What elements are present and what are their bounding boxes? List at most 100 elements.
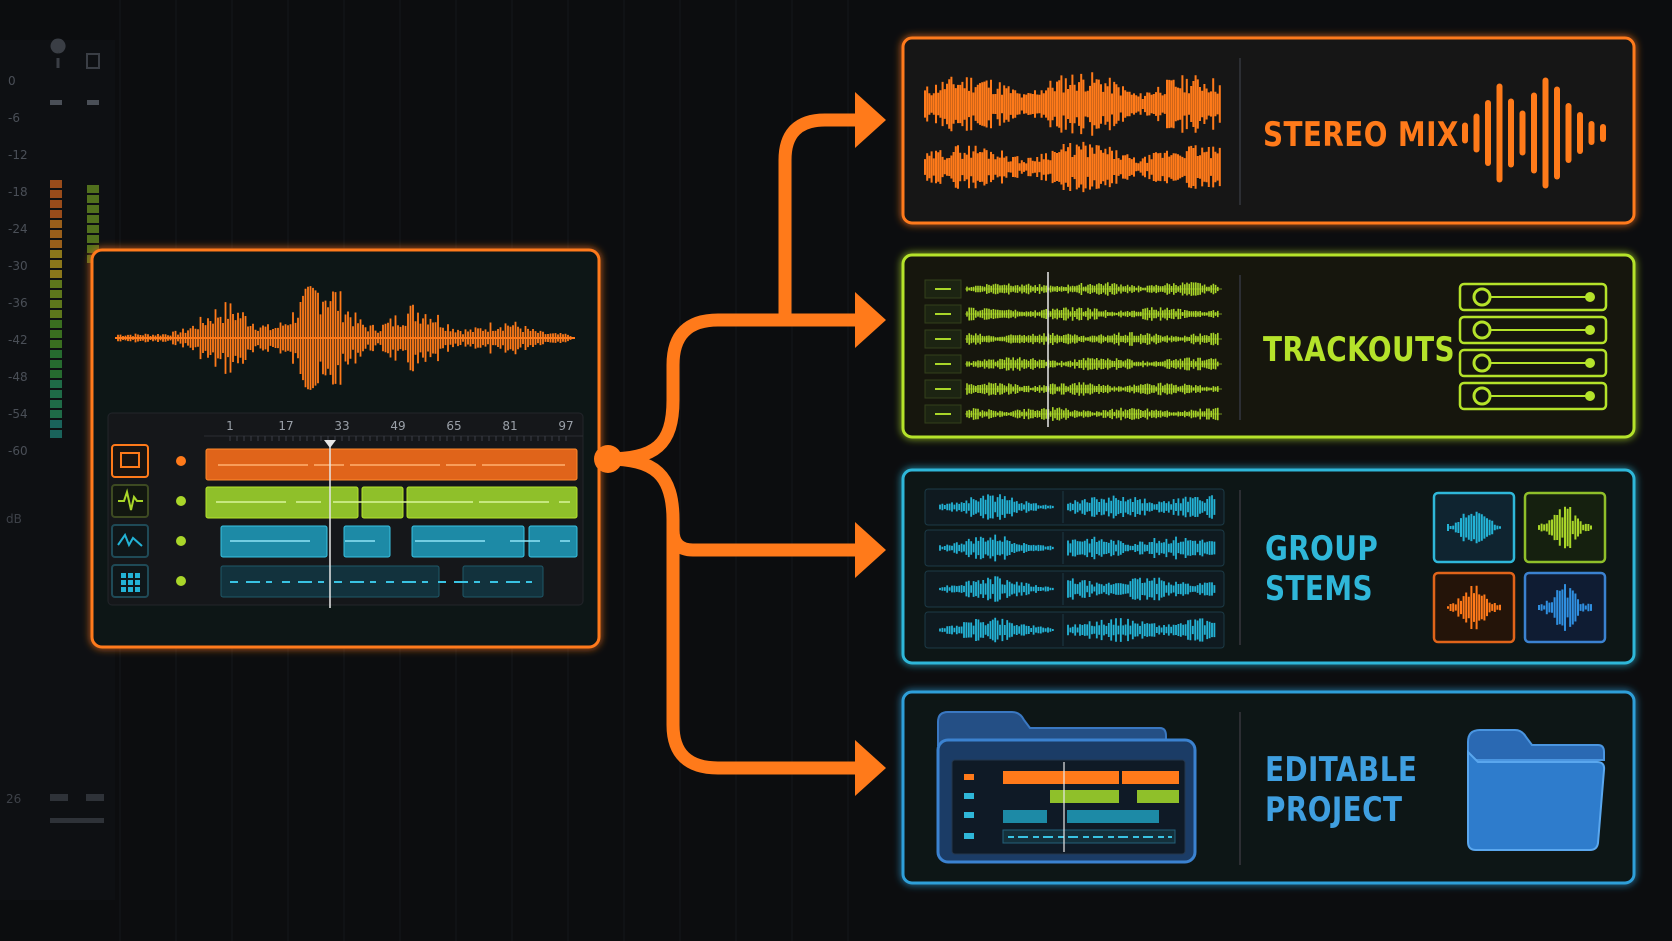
output-card-project[interactable] [901,690,1636,885]
mini-clip [1067,810,1159,823]
meter-toggle-icon[interactable] [86,53,100,69]
meter-scale-label: -12 [8,148,28,162]
waveform-path [966,307,1219,321]
meter-scale-label: -48 [8,370,28,384]
meter-segment [87,215,99,223]
slider-frame [1458,282,1608,312]
connector-trackouts [601,313,867,466]
meter-scale: 0-6-12-18-24-30-36-42-48-54-60 [8,74,28,458]
arrowhead-project [855,740,886,796]
meter-segment [50,350,62,358]
record-dot[interactable] [176,576,186,586]
connector-arrowheads [855,92,886,796]
ruler-tick-label: 97 [558,419,573,433]
mini-clip [1050,790,1119,803]
waveform-path [939,494,1054,520]
waveform-path [1538,506,1592,549]
meter-scale-label: -60 [8,444,28,458]
slider-knob [1472,320,1492,340]
meter-scale-label: -6 [8,111,20,125]
audio-wave-icon [1462,77,1606,189]
project-folder-illustration [936,711,1197,864]
meter-segment [50,390,62,398]
mini-track-icon [964,812,974,818]
arrowhead-groups [855,522,886,578]
output-card-trackouts[interactable] [901,253,1636,439]
output-node [594,445,622,473]
meter-segment [50,190,62,198]
meter-scale-label: -54 [8,407,28,421]
meter-segment [50,320,62,328]
meter-segment [87,225,99,233]
track-header-master[interactable] [111,444,149,478]
waveform-path [939,617,1054,643]
group-stem-list [924,488,1225,649]
waveform-path [924,141,1221,193]
waveform-path [1067,495,1216,519]
meter-segment [87,245,99,253]
peak-hold [50,100,62,105]
meter-segment [50,250,62,258]
meter-segment [87,235,99,243]
peak-hold [87,100,99,105]
mini-track-icon [964,774,974,780]
meter-segment [50,180,62,188]
waveform-path [939,534,1054,562]
master-waveform [115,286,575,390]
connector-stereo [778,113,867,327]
meter-scale-label: -18 [8,185,28,199]
arrowhead-stereo [855,92,886,148]
meter-segment [50,270,62,278]
waveform-path [1067,618,1216,642]
meter-segment [87,205,99,213]
meter-segment [50,370,62,378]
record-dot[interactable] [176,496,186,506]
mini-clip [1003,810,1047,823]
pin-icon [50,38,66,68]
waveform-path [1447,511,1501,544]
meter-segment [50,430,62,438]
meter-segment [50,380,62,388]
waveform-path [966,332,1219,346]
meter-scale-label: -24 [8,222,28,236]
connector-project [666,523,867,775]
fader-cap[interactable] [50,794,68,801]
meter-segment [50,210,62,218]
meter-segment [50,420,62,428]
record-dot[interactable] [176,536,186,546]
track-header-drums[interactable] [111,524,149,558]
meter-scale-label: 0 [8,74,16,88]
waveform-path [1067,536,1216,560]
meter-segment [50,260,62,268]
ruler-tick-label: 81 [502,419,517,433]
mini-clip [1122,771,1179,784]
slider-end [1585,358,1595,368]
output-card-groups[interactable] [901,468,1636,665]
mini-clip [1137,790,1179,803]
slider-knob [1472,353,1492,373]
waveform-path [966,407,1219,421]
slider-knob [1472,386,1492,406]
folder-tab [937,711,1167,746]
output-card-stereo[interactable] [901,36,1636,225]
waveform-path [924,72,1221,136]
meter-segment [50,240,62,248]
meter-segment [87,185,99,193]
mini-track-icon [964,833,974,839]
playhead-handle[interactable] [324,440,336,448]
stem-tiles-icon [1432,491,1607,644]
meter-bars [50,100,99,438]
meter-bottom-label: 26 [6,792,21,806]
record-dot[interactable] [176,456,186,466]
ruler-tick-label: 65 [446,419,461,433]
fader-cap[interactable] [86,794,104,801]
export-connectors [601,113,867,775]
slider-end [1585,292,1595,302]
folder-icon [1467,729,1606,851]
arrowhead-trackouts [855,292,886,348]
